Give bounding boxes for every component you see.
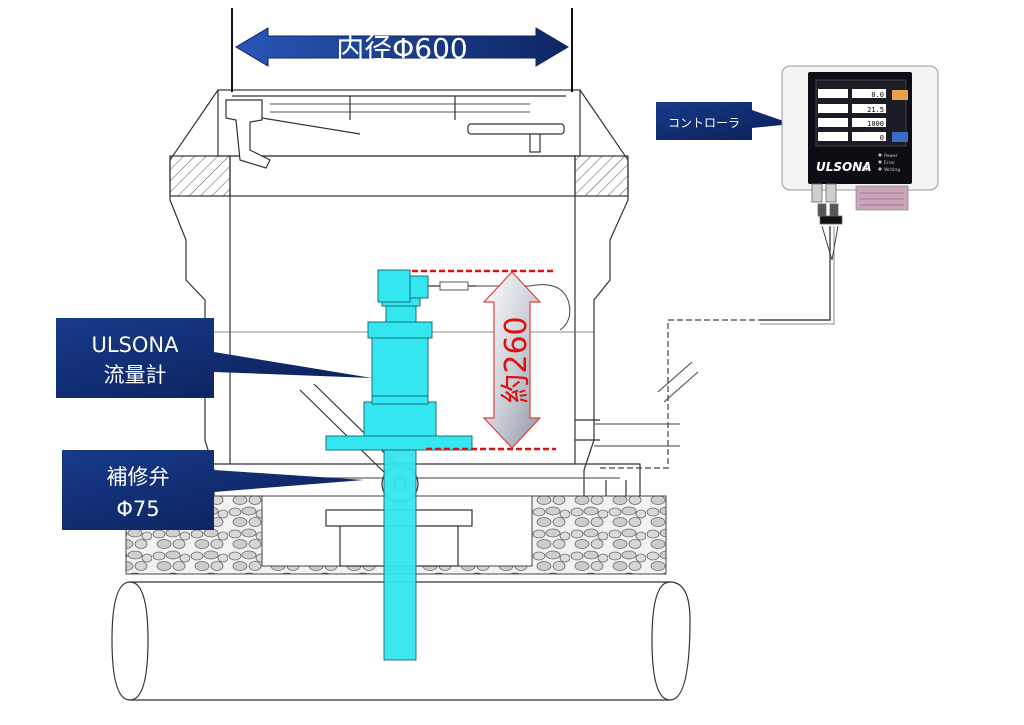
height-arrow (482, 271, 542, 449)
lcd-value-3: 1000 (867, 120, 884, 128)
height-text: 約260 (499, 316, 534, 403)
inner-diameter-arrow (235, 27, 569, 67)
lcd-value-1: 0.0 (871, 91, 884, 99)
valve-label-line2: Φ75 (116, 497, 159, 521)
flowmeter-label-line2: 流量計 (104, 363, 167, 387)
indicator-error: Error (884, 160, 895, 166)
valve-callout: 補修弁 Φ75 (62, 450, 364, 530)
controller-model-suffix: LT (862, 166, 869, 173)
height-dimension: 約260 (412, 269, 556, 451)
indicator-power: Power (884, 153, 898, 159)
ulsona-flowmeter (325, 269, 476, 661)
controller-label-plate (855, 185, 909, 211)
lcd-value-4: 0 (880, 134, 884, 142)
valve-label-line1: 補修弁 (107, 465, 170, 489)
controller-button-blue (892, 132, 908, 142)
controller-button-orange (892, 90, 908, 100)
lcd-value-2: 21.5 (867, 106, 884, 114)
flowmeter-label-line1: ULSONA (91, 333, 179, 357)
inner-diameter-dimension: 内径Φ600 (231, 8, 573, 92)
controller-indicators: Power Error Writing (878, 153, 900, 173)
controller-connectors (811, 183, 843, 225)
controller-brand: ULSONA (816, 160, 872, 174)
controller-callout: コントローラ (656, 102, 792, 140)
controller-label: コントローラ (668, 116, 740, 130)
flowmeter-callout: ULSONA 流量計 (56, 318, 372, 398)
controller-lcd-rows: 0.0 21.5 1000 0 (818, 89, 886, 142)
inner-diameter-text: 内径Φ600 (336, 32, 467, 65)
controller-device: 0.0 21.5 1000 0 ULSONA LT Power Error Wr… (781, 65, 939, 225)
signal-cable (476, 225, 839, 469)
indicator-writing: Writing (884, 167, 900, 173)
